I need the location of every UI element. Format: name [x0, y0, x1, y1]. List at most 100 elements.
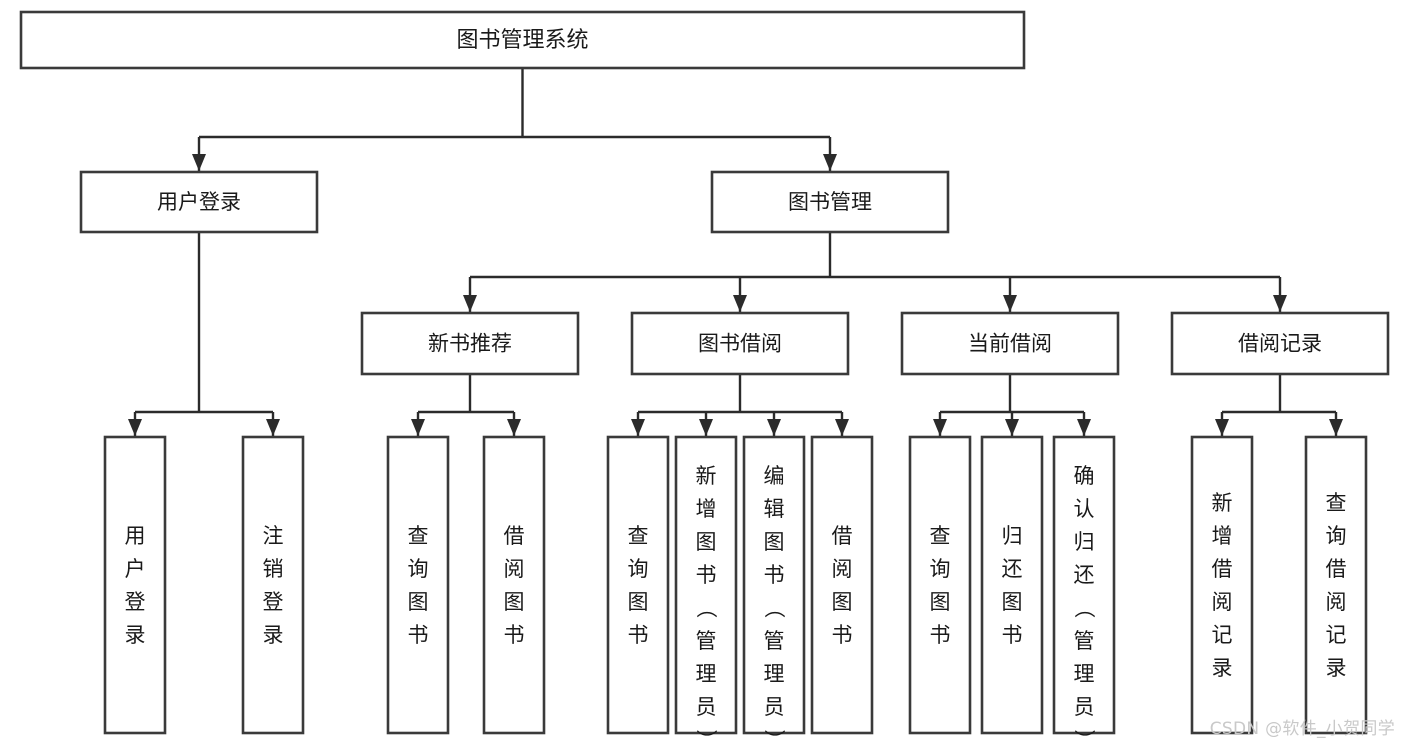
level3-node-borrow-record-label: 借阅记录 — [1238, 332, 1322, 356]
leaf-node-11-box — [1190, 435, 1254, 735]
level2-node-book-manage[interactable]: 图书管理 — [710, 170, 950, 234]
leaf-node-8-char: 询 — [930, 557, 951, 581]
leaf-node-4-char: 图 — [628, 590, 649, 614]
leaf-node-6-char: 理 — [764, 662, 785, 686]
root-node-book-management-system-box — [19, 10, 1026, 70]
level3-node-borrow-record[interactable]: 借阅记录 — [1170, 311, 1390, 376]
leaf-node-3-char: 书 — [504, 623, 525, 647]
leaf-node-10-char: 认 — [1074, 497, 1095, 521]
leaf-node-12-char: 录 — [1326, 656, 1347, 680]
leaf-node-6-char: 书 — [764, 563, 785, 587]
leaf-node-0-char: 用 — [125, 524, 146, 548]
watermark-label: CSDN @软件_小贺同学 — [1209, 719, 1395, 739]
leaf-node-7-char: 图 — [832, 590, 853, 614]
leaf-node-5-char: 员 — [696, 695, 717, 719]
leaf-node-10-box — [1052, 435, 1116, 735]
leaf-node-12-char: 询 — [1326, 524, 1347, 548]
leaf-node-11-char: 记 — [1212, 623, 1233, 647]
leaf-node-0[interactable]: 用户登录 — [103, 435, 167, 735]
leaf-node-10-char: ） — [1072, 729, 1096, 747]
root-node-book-management-system[interactable]: 图书管理系统 — [19, 10, 1026, 70]
leaf-node-1-char: 销 — [263, 557, 284, 581]
leaf-node-1-char: 录 — [263, 623, 284, 647]
leaf-node-3-box — [482, 435, 546, 735]
leaf-node-12-char: 借 — [1326, 557, 1347, 581]
leaf-node-5-char: （ — [694, 597, 718, 618]
level2-node-user-login[interactable]: 用户登录 — [79, 170, 319, 234]
level3-node-current-borrow-label: 当前借阅 — [968, 332, 1052, 356]
leaf-node-6-char: 图 — [764, 530, 785, 554]
leaf-node-11-char: 增 — [1212, 524, 1233, 548]
leaf-node-5-char: 管 — [696, 629, 717, 653]
leaf-node-12-char: 记 — [1326, 623, 1347, 647]
level2-node-user-login-label: 用户登录 — [157, 190, 241, 214]
connector-layer — [128, 68, 1343, 436]
leaf-node-6-char: 员 — [764, 695, 785, 719]
leaf-node-11-char: 阅 — [1212, 590, 1233, 614]
level2-node-book-manage-label: 图书管理 — [788, 190, 872, 214]
leaf-node-2-char: 图 — [408, 590, 429, 614]
leaf-node-11-char: 借 — [1212, 557, 1233, 581]
leaf-node-0-char: 登 — [125, 590, 146, 614]
level3-node-current-borrow-box — [900, 311, 1120, 376]
leaf-node-8-char: 图 — [930, 590, 951, 614]
leaf-node-1-char: 登 — [263, 590, 284, 614]
level3-node-new-book-rec-label: 新书推荐 — [428, 332, 512, 356]
leaf-node-7-char: 阅 — [832, 557, 853, 581]
leaf-node-5-char: 图 — [696, 530, 717, 554]
leaf-node-12-char: 查 — [1326, 491, 1347, 515]
leaf-node-11-char: 录 — [1212, 656, 1233, 680]
leaf-node-6-char: 辑 — [764, 497, 785, 521]
leaf-node-10-char: 还 — [1074, 563, 1095, 587]
level3-node-new-book-rec[interactable]: 新书推荐 — [360, 311, 580, 376]
leaf-node-7-char: 书 — [832, 623, 853, 647]
leaf-node-0-char: 户 — [125, 557, 146, 581]
level2-node-user-login-box — [79, 170, 319, 234]
leaf-node-6-char: 编 — [764, 464, 785, 488]
leaf-node-10-char: 员 — [1074, 695, 1095, 719]
leaf-node-3-char: 借 — [504, 524, 525, 548]
leaf-node-2-char: 查 — [408, 524, 429, 548]
leaf-node-5-char: ） — [694, 729, 718, 747]
leaf-node-1-char: 注 — [263, 524, 284, 548]
leaf-node-10-char: （ — [1072, 597, 1096, 618]
leaf-node-10-char: 确 — [1074, 464, 1095, 488]
leaf-node-9-box — [980, 435, 1044, 735]
leaf-node-9-char: 图 — [1002, 590, 1023, 614]
leaf-node-7-box — [810, 435, 874, 735]
leaf-node-5-char: 增 — [696, 497, 717, 521]
node-layer: 图书管理系统用户登录图书管理新书推荐图书借阅当前借阅借阅记录用户登录注销登录查询… — [19, 10, 1390, 747]
root-node-book-management-system-label: 图书管理系统 — [456, 28, 588, 53]
leaf-node-6-char: （ — [762, 597, 786, 618]
level3-node-book-borrow[interactable]: 图书借阅 — [630, 311, 850, 376]
leaf-node-12-box — [1304, 435, 1368, 735]
level3-node-new-book-rec-box — [360, 311, 580, 376]
leaf-node-6-char: 管 — [764, 629, 785, 653]
leaf-node-2-box — [386, 435, 450, 735]
leaf-node-10-char: 归 — [1074, 530, 1095, 554]
leaf-node-7-char: 借 — [832, 524, 853, 548]
leaf-node-6-char: ） — [762, 729, 786, 747]
level3-node-borrow-record-box — [1170, 311, 1390, 376]
leaf-node-1-box — [241, 435, 305, 735]
leaf-node-5-char: 理 — [696, 662, 717, 686]
leaf-node-5-char: 书 — [696, 563, 717, 587]
level3-node-current-borrow[interactable]: 当前借阅 — [900, 311, 1120, 376]
leaf-node-9-char: 书 — [1002, 623, 1023, 647]
leaf-node-12-char: 阅 — [1326, 590, 1347, 614]
leaf-node-0-char: 录 — [125, 623, 146, 647]
